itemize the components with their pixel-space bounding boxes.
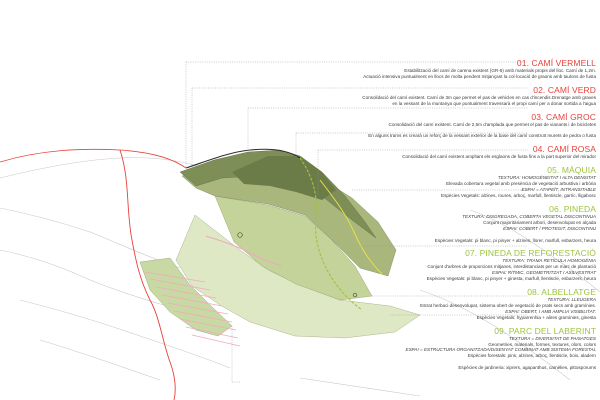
legend-title-05: 05. MÀQUIA [547, 165, 596, 176]
legend-07-line-2: Conjunt d'arbres de proporcions mitjanes… [427, 264, 596, 270]
legend-title-09: 09. PARC DEL LABERINT [494, 325, 596, 336]
legend-08-line-2: Estrat herbaci desenvolupat, sistema obe… [420, 302, 596, 308]
legend-06-pineda: 06. PINEDA TEXTURA: DISGREGADA, COBERTA … [300, 204, 596, 244]
legend-09-line-3: ESPAI = ESTRUCTURA ORGANITZADA/DISENYAT … [405, 347, 596, 353]
zone-parc [139, 257, 233, 337]
labyrinth-terraces [144, 271, 241, 347]
legend-title-06: 06. PINEDA [549, 203, 596, 214]
legend-02-line-2: en la vessant de la muntanya que puntual… [392, 100, 596, 106]
cami-rosa-path [205, 235, 283, 267]
legend-08-line-4: Espècies Vegetals: hyparrenhia + alires … [476, 314, 596, 320]
cami-groc-path [319, 179, 383, 275]
terrain-contours [0, 157, 600, 397]
cami-vermell-path [119, 149, 176, 400]
legend-04-cami-rosa: 04. CAMÍ ROSA Consolidació del camí exis… [300, 144, 596, 160]
legend-06-line-1: TEXTURA: DISGREGADA, COBERTA VEGETAL DIS… [462, 213, 596, 219]
zone-maquia-upper [232, 156, 336, 200]
legend-07-line-4: Espècies Vegetals: pi blanc, pi pinyer +… [426, 276, 596, 282]
legend-title-01: 01. CAMÍ VERMELL [516, 58, 596, 68]
legend-title-08: 08. ALBELLATGE [527, 287, 596, 298]
legend-09-parc-laberint: 09. PARC DEL LABERINT TEXTURA = DIVERSIT… [300, 326, 596, 371]
legend: 01. CAMÍ VERMELL Estabilització del camí… [300, 58, 596, 376]
legend-03-line-3: En alguns trams es crearà un reforç de l… [368, 133, 596, 139]
legend-09-line-2: Geometries, materials, formes, textures,… [488, 341, 596, 347]
legend-05-line-3: ESPAI = ATAPEÏT, INTRANSITABLE [521, 187, 597, 193]
legend-08-line-3: ESPAI: OBERT, I AMB AMPLIA VISIBILITAT. [505, 308, 596, 314]
legend-title-02: 02. CAMÍ VERD [533, 84, 596, 95]
cami-verd-path [299, 157, 363, 311]
legend-01-cami-vermell: 01. CAMÍ VERMELL Estabilització del camí… [300, 58, 596, 80]
legend-02-line-1: Consolidació del camí existent. Camí de … [362, 94, 596, 100]
legend-07-pineda-reforestacio: 07. PINEDA DE REFORESTACIÓ TEXTURA: TRAM… [300, 248, 596, 282]
legend-01-line-1: Estabilització del camí de carena existe… [404, 68, 596, 73]
legend-06-line-3: ESPAI: COBERT / PROTEGIT, DISCONTINU [503, 225, 596, 231]
mirador-point [237, 232, 243, 238]
legend-title-04: 04. CAMÍ ROSA [532, 144, 596, 155]
legend-08-albellatge: 08. ALBELLATGE TEXTURA: LLEUGERA Estrat … [300, 287, 596, 321]
legend-title-03: 03. CAMÍ GROC [531, 111, 596, 122]
leader-lines [185, 61, 528, 383]
legend-05-line-4: Espècies Vegetals: alzines, roures, arbo… [441, 192, 596, 198]
legend-02-cami-verd: 02. CAMÍ VERD Consolidació del camí exis… [300, 85, 596, 107]
legend-05-line-2: Elevada cobertura vegetal amb presència … [446, 181, 596, 187]
legend-09-line-1: TEXTURA = DIVERSITAT DE PAISATGES [508, 335, 596, 341]
legend-03-line-1: Consolidació del camí existent. Camí de … [388, 121, 596, 127]
ridge-line [185, 148, 301, 169]
cami-vermell-top [0, 148, 187, 169]
legend-03-cami-groc: 03. CAMÍ GROC Consolidació del camí exis… [300, 112, 596, 140]
legend-05-maquia: 05. MÀQUIA TEXTURA: HOMOGÈNEITAT I ALTA … [300, 165, 596, 199]
legend-01-line-2: Actuació intensiva puntualment en llocs … [363, 73, 596, 79]
legend-06-line-2: Conjunt majoritàriament arbori, desenvol… [483, 219, 596, 225]
legend-05-line-1: TEXTURA: HOMOGÈNEITAT I ALTA DENSITAT [497, 175, 596, 181]
legend-07-line-1: TEXTURA: TRAMA RETÍCULA HOMOGÈNIA [502, 258, 596, 264]
legend-07-line-3: ESPAI: RÍTMIC, GEOMETRITZAT I ASILVESTRA… [492, 270, 596, 276]
legend-09-line-6: Espècies de jardineria: xiprers, agapant… [458, 365, 596, 371]
legend-04-line-1: Consolidació del camí existent amplïant … [402, 154, 596, 160]
legend-06-line-5: Espècies Vegetals: pi blanc, pi pinyer +… [434, 237, 596, 243]
legend-08-line-1: TEXTURA: LLEUGERA [547, 297, 596, 303]
viewpoint-point [352, 292, 358, 298]
legend-title-07: 07. PINEDA DE REFORESTACIÓ [465, 248, 596, 259]
legend-09-line-4: Espècies forestals: pins, alzines, arboç… [467, 353, 596, 359]
